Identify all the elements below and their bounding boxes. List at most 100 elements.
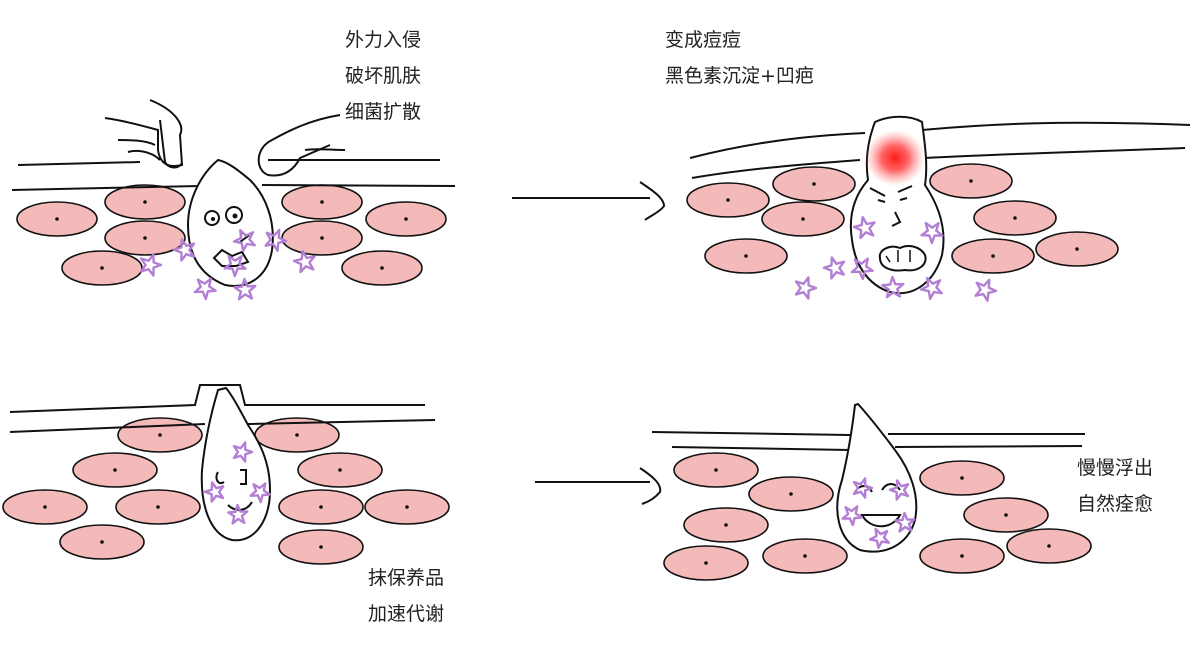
- bacteria-icon: [852, 477, 874, 499]
- skin-cell-nucleus: [1047, 544, 1051, 548]
- stage3-bacteria: [203, 441, 271, 525]
- skin-cell-nucleus: [960, 476, 964, 480]
- bacteria-icon: [841, 505, 863, 527]
- stage1-panel: [11, 99, 666, 301]
- skin-cell-nucleus: [1075, 247, 1079, 251]
- stage2-bacteria: [794, 216, 998, 302]
- bacteria-icon: [232, 228, 256, 252]
- skin-cell-nucleus: [789, 492, 793, 496]
- skin-cell-nucleus: [320, 236, 324, 240]
- stage2-skin-line-lower: [691, 147, 1186, 179]
- stage3-panel: [2, 384, 662, 565]
- skin-cell-nucleus: [113, 468, 117, 472]
- bacteria-icon: [249, 482, 271, 504]
- bacteria-icon: [822, 256, 846, 280]
- bacteria-icon: [919, 276, 943, 300]
- bacteria-icon: [193, 277, 217, 301]
- stage4-panel: [651, 402, 1092, 581]
- stage2-inflammation-glow: [865, 130, 925, 186]
- stage4-skin-line-lower: [671, 445, 1083, 451]
- bacteria-icon: [894, 511, 916, 533]
- skin-cell-nucleus: [801, 217, 805, 221]
- stage1-bacteria: [139, 228, 316, 301]
- bacteria-icon: [233, 277, 257, 301]
- bacteria-icon: [223, 254, 247, 278]
- stage2-pimple-mouth: [878, 245, 927, 272]
- skin-cell-nucleus: [714, 468, 718, 472]
- stage2-pimple-brows: [869, 185, 913, 197]
- bacteria-icon: [852, 216, 876, 240]
- bacteria-icon: [232, 441, 254, 463]
- stage3-line-2: 加速代谢: [368, 603, 445, 625]
- stage2-line-1: 变成痘痘: [665, 29, 742, 51]
- skin-cell-nucleus: [803, 554, 807, 558]
- skin-cell-nucleus: [100, 540, 104, 544]
- skin-cell-nucleus: [704, 561, 708, 565]
- stage1-caption: 外力入侵 破坏肌肤 细菌扩散: [345, 22, 421, 130]
- bacteria-icon: [850, 257, 874, 281]
- bacteria-icon: [868, 527, 890, 549]
- stage1-left-finger-tip: [159, 119, 183, 169]
- skin-cell-nucleus: [143, 200, 147, 204]
- stage2-caption: 变成痘痘 黑色素沉淀+凹疤: [665, 22, 814, 94]
- stage1-line-2: 破坏肌肤: [345, 65, 422, 87]
- stage1-line-3: 细菌扩散: [345, 101, 422, 123]
- bacteria-icon: [292, 250, 316, 274]
- stage4-skin-surface: [651, 431, 1085, 436]
- skin-cell-nucleus: [991, 254, 995, 258]
- bacteria-icon: [794, 276, 818, 300]
- bacteria-icon: [227, 503, 249, 525]
- stage4-line-2: 自然痊愈: [1077, 493, 1154, 515]
- bacteria-icon: [139, 253, 163, 277]
- stage1-to-stage2-arrow: [512, 181, 666, 221]
- stage3-skin-surface: [9, 384, 425, 413]
- skin-cell-nucleus: [1013, 216, 1017, 220]
- bacteria-icon: [881, 275, 905, 299]
- stage4-pimple-mouth: [860, 514, 902, 528]
- stage4-caption: 慢慢浮出 自然痊愈: [1077, 450, 1153, 522]
- stage3-pimple: [200, 386, 272, 542]
- stage3-skin-line-lower: [9, 419, 436, 433]
- bacteria-icon: [920, 221, 944, 245]
- bacteria-icon: [172, 238, 196, 262]
- skin-cell-nucleus: [1004, 513, 1008, 517]
- skin-cell-nucleus: [405, 505, 409, 509]
- stage2-skin-cells: [686, 163, 1119, 274]
- stage2-line-2: 黑色素沉淀+凹疤: [665, 65, 814, 87]
- skin-cell-nucleus: [320, 200, 324, 204]
- skin-cell-nucleus: [319, 505, 323, 509]
- skin-cell-nucleus: [100, 266, 104, 270]
- skin-cell-nucleus: [338, 468, 342, 472]
- stage4-line-1: 慢慢浮出: [1077, 457, 1154, 479]
- bacteria-icon: [888, 479, 910, 501]
- stage2-panel: [686, 115, 1191, 302]
- skin-cell-nucleus: [55, 217, 59, 221]
- skin-cell-nucleus: [380, 266, 384, 270]
- skin-cell-nucleus: [724, 523, 728, 527]
- bacteria-icon: [974, 278, 998, 302]
- skin-cell-nucleus: [812, 182, 816, 186]
- stage1-skin-cells: [16, 184, 447, 286]
- stage3-caption: 抹保养品 加速代谢: [368, 560, 444, 632]
- skin-cell-nucleus: [404, 217, 408, 221]
- stage3-to-stage4-arrow: [535, 467, 662, 505]
- skin-cell-nucleus: [295, 433, 299, 437]
- stage1-left-finger: [104, 99, 184, 168]
- skin-cell-nucleus: [158, 433, 162, 437]
- skin-cell-nucleus: [726, 198, 730, 202]
- stage1-skin-surface: [17, 159, 440, 166]
- skin-cell-nucleus: [143, 236, 147, 240]
- stage1-pimple-mouth: [212, 248, 250, 267]
- stage4-skin-cells: [663, 452, 1092, 581]
- stage1-skin-line-lower: [11, 184, 456, 191]
- skin-cell-nucleus: [744, 254, 748, 258]
- stage1-right-finger: [257, 114, 346, 177]
- skin-cell-nucleus: [319, 545, 323, 549]
- bacteria-icon: [264, 228, 288, 252]
- skin-cell-nucleus: [43, 505, 47, 509]
- stage4-bacteria: [841, 477, 916, 549]
- bacteria-icon: [203, 481, 225, 503]
- stage1-line-1: 外力入侵: [345, 29, 422, 51]
- skin-cell-nucleus: [960, 554, 964, 558]
